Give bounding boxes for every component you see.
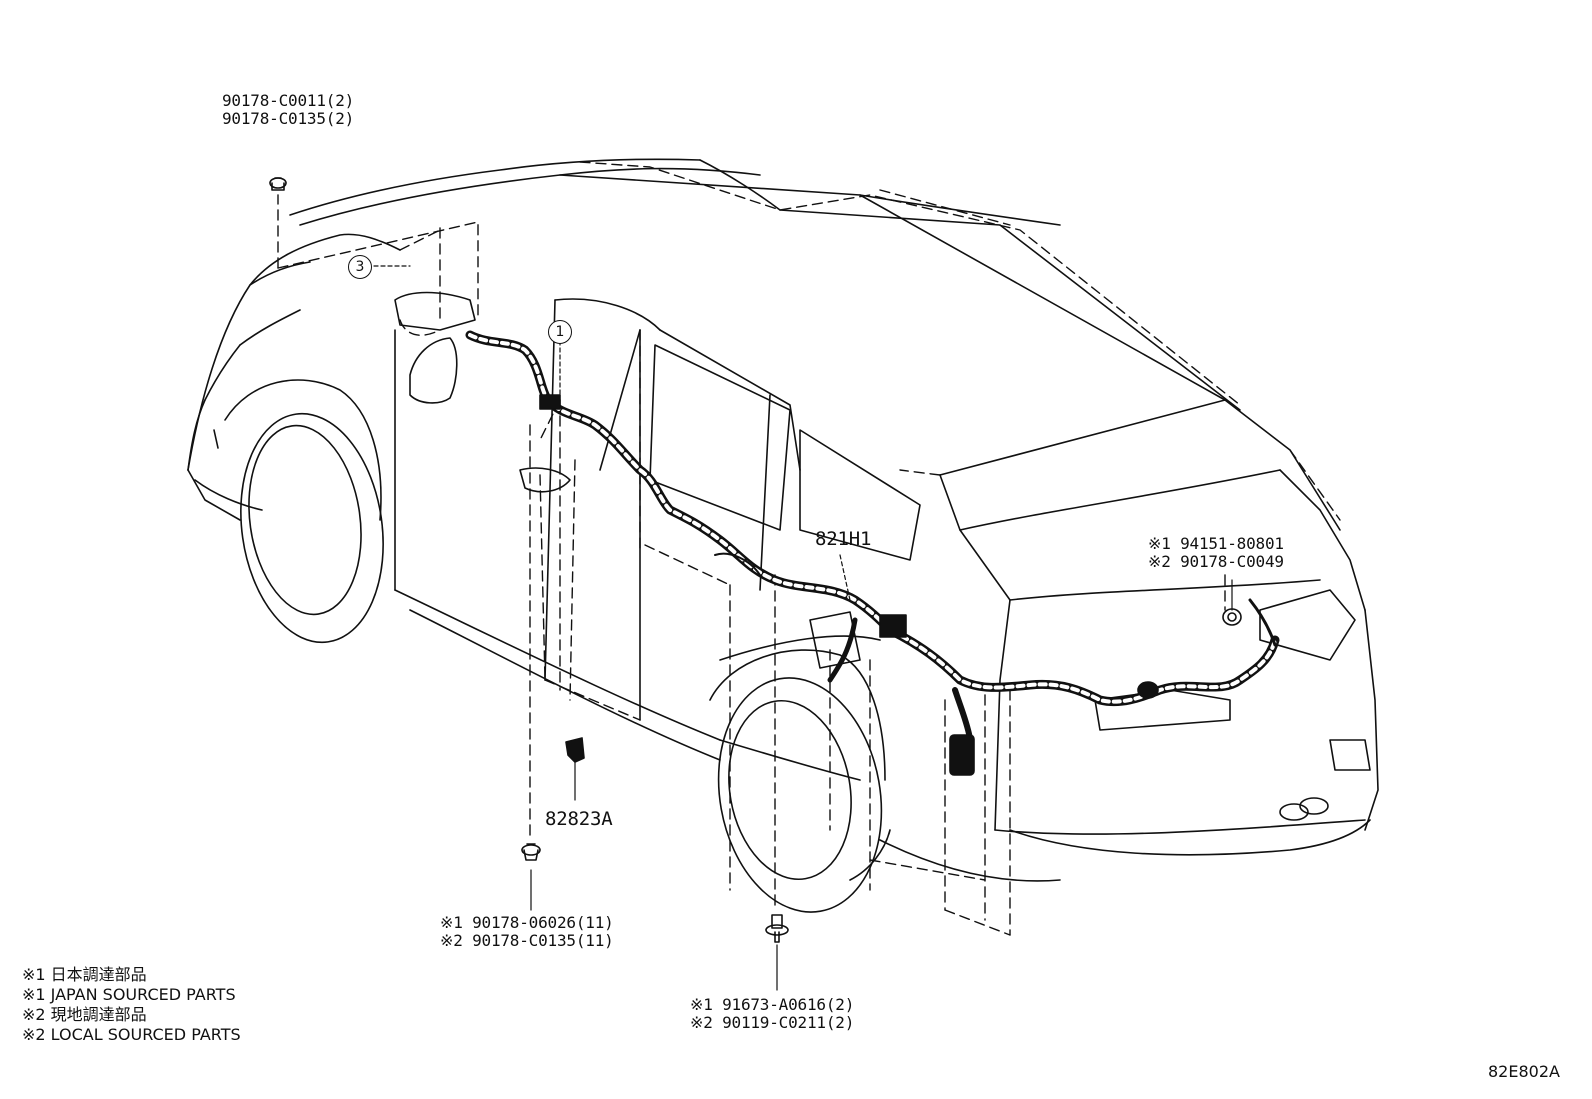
part-label-bolt-2: ※2 90119-C0211(2) [690,1013,855,1032]
part-label-upper-clip-1: 90178-C0011(2) [222,91,355,110]
callout-marker: 1 [548,320,572,344]
part-label-bracket: 82823A [545,808,613,830]
part-label-lower-clip-1: ※1 90178-06026(11) [440,913,614,932]
part-label-rear-clip-1: ※1 94151-80801 [1148,534,1284,553]
wire-harness-821H1 [465,330,1280,776]
part-label-upper-clip-2: 90178-C0135(2) [222,109,355,128]
legend-line-1: ※1 日本調達部品 [22,965,147,984]
part-label-bolt-1: ※1 91673-A0616(2) [690,995,855,1014]
grommet-icon [1222,608,1242,626]
leader-lines [373,265,1233,991]
part-label-rear-clip-2: ※2 90178-C0049 [1148,552,1284,571]
clip-icon [269,177,287,191]
part-label-lower-clip-2: ※2 90178-C0135(11) [440,931,614,950]
bracket-icon [565,737,585,763]
diagram-code: 82E802A [1488,1062,1560,1081]
legend-line-3: ※2 現地調達部品 [22,1005,147,1024]
legend-line-2: ※1 JAPAN SOURCED PARTS [22,985,236,1004]
legend-line-4: ※2 LOCAL SOURCED PARTS [22,1025,241,1044]
callout-marker: 3 [348,255,372,279]
clip-icon [521,843,541,861]
part-label-harness: 821H1 [815,528,872,550]
bolt-icon [765,914,789,943]
